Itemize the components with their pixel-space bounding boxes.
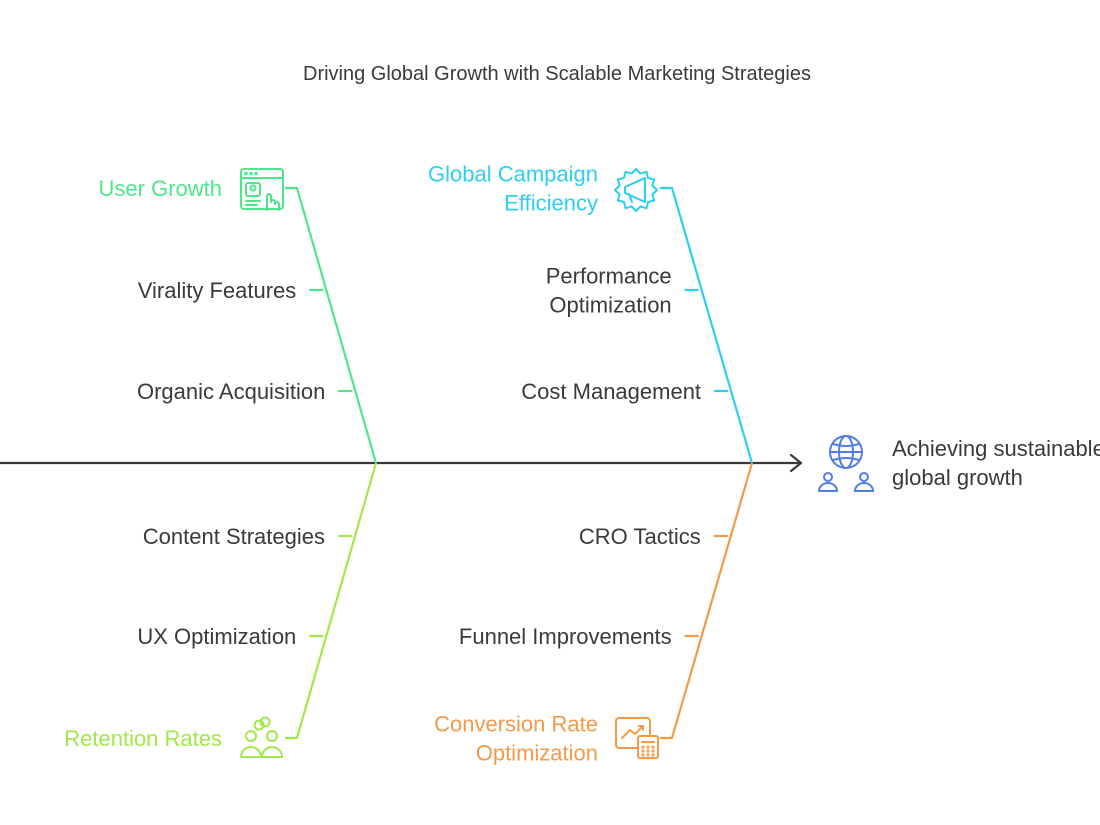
category-label-line: Optimization bbox=[476, 741, 598, 766]
factor-label-line: Performance bbox=[546, 264, 672, 289]
category-label-line: User Growth bbox=[99, 176, 222, 201]
outcome-label-line: global growth bbox=[892, 465, 1023, 490]
web-user-click-icon bbox=[240, 168, 284, 211]
factor-label-line: Virality Features bbox=[138, 278, 297, 303]
globe-people-icon bbox=[817, 435, 875, 492]
factor-label-line: Funnel Improvements bbox=[459, 624, 672, 649]
branch-line bbox=[285, 186, 378, 464]
category-label: Retention Rates bbox=[64, 726, 222, 751]
factor-label: CRO Tactics bbox=[579, 524, 701, 549]
factor-label-line: Organic Acquisition bbox=[137, 379, 325, 404]
factor-label-line: Cost Management bbox=[521, 379, 701, 404]
category-label: User Growth bbox=[99, 176, 222, 201]
factor-label-line: Optimization bbox=[549, 293, 671, 318]
outcome-label: Achieving sustainable global growth bbox=[892, 436, 1100, 490]
branch-line bbox=[285, 462, 378, 740]
factor-label-line: Content Strategies bbox=[143, 524, 325, 549]
factor-label: UX Optimization bbox=[137, 624, 296, 649]
factor-label: Funnel Improvements bbox=[459, 624, 672, 649]
category-label-line: Conversion Rate bbox=[434, 712, 598, 737]
chart-calculator-icon bbox=[615, 717, 659, 759]
megaphone-badge-icon bbox=[614, 168, 658, 212]
factor-label: Cost Management bbox=[521, 379, 701, 404]
branch-line bbox=[660, 462, 754, 740]
spine-arrow-icon bbox=[789, 453, 803, 473]
outcome-label-line: Achieving sustainable bbox=[892, 436, 1100, 461]
factor-label: Organic Acquisition bbox=[137, 379, 325, 404]
factor-label: Content Strategies bbox=[143, 524, 325, 549]
factor-label-line: CRO Tactics bbox=[579, 524, 701, 549]
factor-label: Virality Features bbox=[138, 278, 297, 303]
branch-retention-rates: Retention Rates Content Strategies UX Opti… bbox=[64, 462, 378, 758]
category-label-line: Retention Rates bbox=[64, 726, 222, 751]
category-label-line: Global Campaign bbox=[428, 162, 598, 187]
category-label-line: Efficiency bbox=[504, 191, 598, 216]
branch-line bbox=[660, 186, 754, 464]
users-link-icon bbox=[240, 716, 283, 758]
diagram-title: Driving Global Growth with Scalable Mark… bbox=[303, 63, 811, 85]
factor-label-line: UX Optimization bbox=[137, 624, 296, 649]
